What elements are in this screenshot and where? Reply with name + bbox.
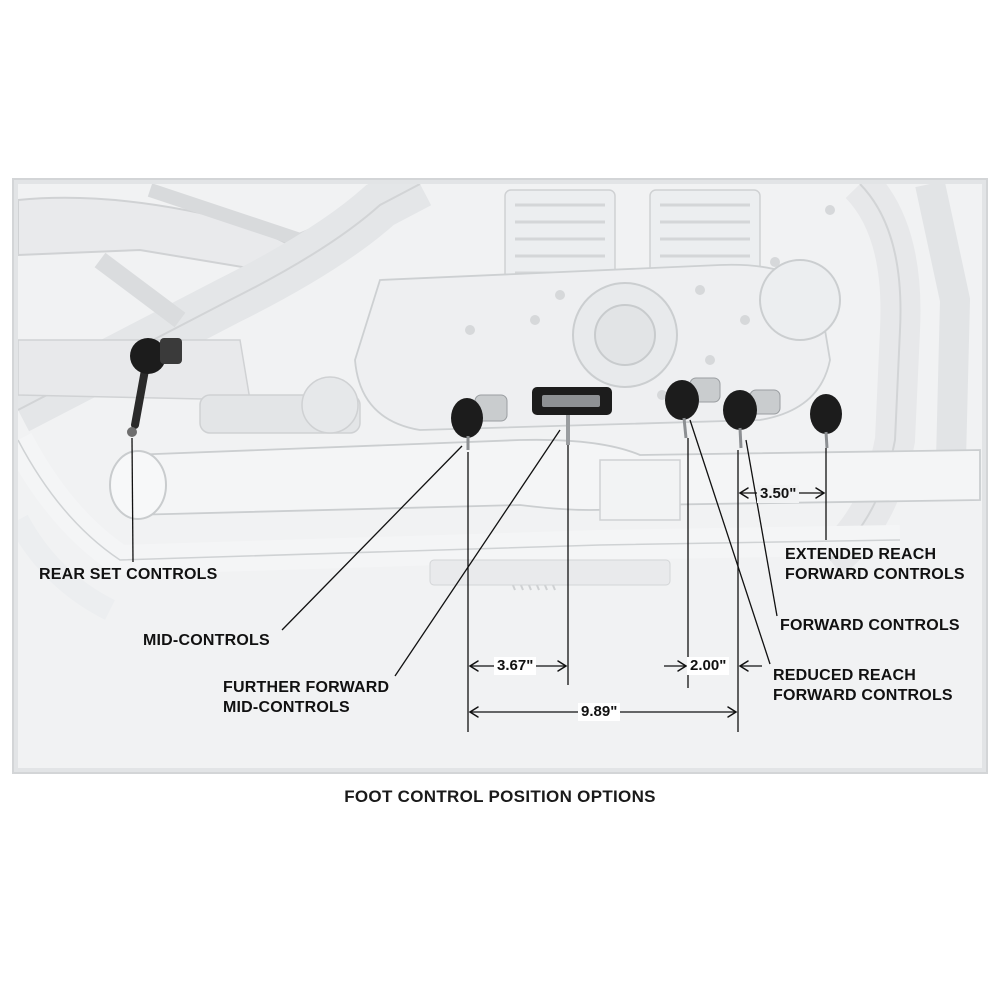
further-forward-mid-peg [532, 387, 612, 445]
leader-forward [745, 439, 778, 617]
leader-reduced-reach [689, 419, 771, 665]
label-further-forward-line1: FURTHER FORWARD [223, 679, 390, 696]
mid-control-peg [451, 394, 508, 450]
label-forward-controls: FORWARD CONTROLS [780, 617, 960, 634]
reduced-reach-peg [665, 377, 721, 439]
label-reduced-reach-line1: REDUCED REACH [773, 667, 917, 684]
label-reduced-reach-line2: FORWARD CONTROLS [773, 687, 953, 704]
extended-reach-peg [810, 394, 842, 449]
dimension-9-89: 9.89" [578, 703, 621, 721]
leader-further-forward-mid [394, 429, 561, 677]
label-mid-controls: MID-CONTROLS [143, 632, 270, 649]
dimension-3-50: 3.50" [757, 485, 800, 503]
forward-peg [723, 389, 781, 449]
leader-rear-set [131, 437, 134, 563]
dimension-arrows [468, 487, 826, 718]
leader-lines [131, 419, 827, 677]
rear-set-peg [127, 338, 182, 437]
engine-artwork [18, 184, 981, 620]
leader-mid [281, 445, 463, 631]
dimension-3-67: 3.67" [494, 657, 537, 675]
dimension-lines [467, 438, 824, 732]
label-further-forward-line2: MID-CONTROLS [223, 699, 350, 716]
figure-caption: FOOT CONTROL POSITION OPTIONS [344, 787, 656, 806]
label-extended-reach-line1: EXTENDED REACH [785, 546, 937, 563]
dimension-2-00: 2.00" [687, 657, 730, 675]
label-rear-set-controls: REAR SET CONTROLS [39, 566, 218, 583]
label-extended-reach-line2: FORWARD CONTROLS [785, 566, 965, 583]
